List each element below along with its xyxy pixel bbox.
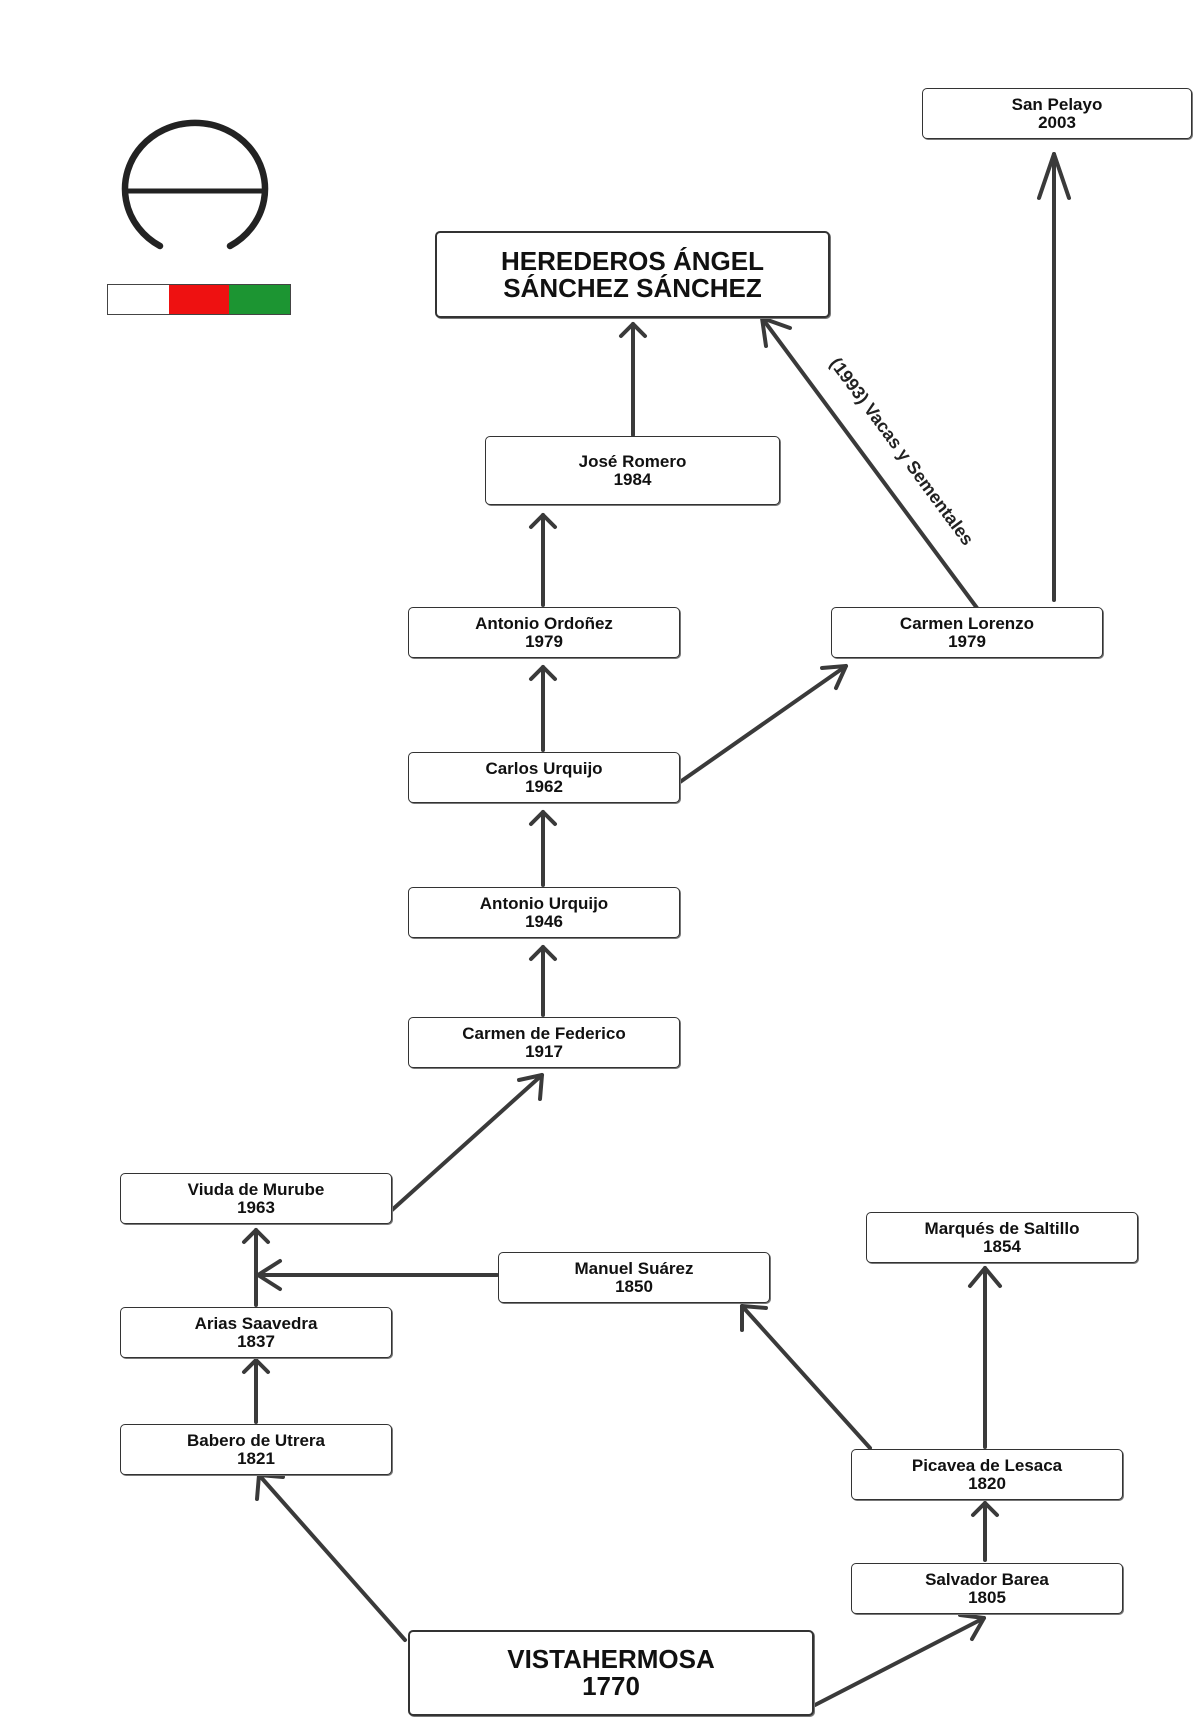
edge-carlos-ordonez bbox=[529, 665, 557, 752]
node-year: 1837 bbox=[237, 1331, 275, 1351]
node-carmen-de-federico: Carmen de Federico 1917 bbox=[408, 1017, 680, 1068]
edge-lorenzo-herederos bbox=[760, 316, 979, 610]
edge-antoniou-carlos bbox=[529, 810, 557, 887]
edge-label-vacas-sementales: (1993) Vacas y Sementales bbox=[826, 354, 978, 549]
node-arias-saavedra: Arias Saavedra 1837 bbox=[120, 1307, 392, 1358]
edge-babero-arias bbox=[242, 1358, 270, 1424]
ribbon-color-green bbox=[229, 285, 291, 314]
edge-suarez-murube bbox=[256, 1259, 499, 1291]
edge-murube-federico bbox=[390, 1073, 544, 1212]
node-name: José Romero bbox=[578, 451, 687, 471]
node-name: San Pelayo bbox=[1011, 94, 1103, 114]
node-name: Carmen de Federico bbox=[462, 1023, 626, 1043]
node-antonio-ordonez: Antonio Ordoñez 1979 bbox=[408, 607, 680, 658]
node-year: 1917 bbox=[525, 1041, 563, 1061]
edge-joseromero-herederos bbox=[619, 322, 647, 437]
node-vistahermosa: VISTAHERMOSA 1770 bbox=[408, 1630, 814, 1716]
ribbon-color-white bbox=[108, 285, 169, 314]
edge-federico-antoniou bbox=[529, 945, 557, 1017]
node-carmen-lorenzo: Carmen Lorenzo 1979 bbox=[831, 607, 1103, 658]
node-antonio-urquijo: Antonio Urquijo 1946 bbox=[408, 887, 680, 938]
ranch-brand-circle-bar-icon bbox=[121, 119, 269, 250]
node-name: VISTAHERMOSA bbox=[507, 1644, 715, 1674]
node-year: 1821 bbox=[237, 1448, 275, 1468]
edge-lorenzo-sanpelayo bbox=[1037, 152, 1071, 602]
node-name: Antonio Ordoñez bbox=[475, 613, 613, 633]
node-salvador-barea: Salvador Barea 1805 bbox=[851, 1563, 1123, 1614]
node-viuda-de-murube: Viuda de Murube 1963 bbox=[120, 1173, 392, 1224]
node-year: 1850 bbox=[615, 1276, 653, 1296]
node-year: 1820 bbox=[968, 1473, 1006, 1493]
node-year: 1979 bbox=[525, 631, 563, 651]
node-year: 2003 bbox=[1038, 112, 1076, 132]
node-year: 1770 bbox=[582, 1671, 640, 1701]
node-year: 1962 bbox=[525, 776, 563, 796]
node-name: Carlos Urquijo bbox=[485, 758, 603, 778]
node-name: Antonio Urquijo bbox=[479, 893, 609, 913]
node-name: Marqués de Saltillo bbox=[924, 1218, 1080, 1238]
edge-barea-picavea bbox=[971, 1501, 999, 1562]
edge-vistahermosa-barea bbox=[813, 1613, 986, 1707]
edge-arias-murube bbox=[242, 1228, 270, 1307]
node-name: Viuda de Murube bbox=[187, 1179, 325, 1199]
node-picavea-de-lesaca: Picavea de Lesaca 1820 bbox=[851, 1449, 1123, 1500]
edge-vistahermosa-babero bbox=[255, 1473, 407, 1642]
node-name: Babero de Utrera bbox=[187, 1430, 325, 1450]
node-name: Picavea de Lesaca bbox=[911, 1455, 1063, 1475]
edge-carlos-lorenzo bbox=[678, 664, 848, 784]
node-manuel-suarez: Manuel Suárez 1850 bbox=[498, 1252, 770, 1303]
node-marques-de-saltillo: Marqués de Saltillo 1854 bbox=[866, 1212, 1138, 1263]
edge-picavea-suarez bbox=[740, 1304, 872, 1450]
node-year: 1946 bbox=[525, 911, 563, 931]
node-year: 1854 bbox=[983, 1236, 1021, 1256]
node-herederos-angel-sanchez: HEREDEROS ÁNGEL SÁNCHEZ SÁNCHEZ bbox=[435, 231, 830, 318]
node-year: 1963 bbox=[237, 1197, 275, 1217]
node-babero-de-utrera: Babero de Utrera 1821 bbox=[120, 1424, 392, 1475]
node-name: Carmen Lorenzo bbox=[899, 613, 1035, 633]
node-year: 1984 bbox=[613, 469, 652, 489]
node-san-pelayo: San Pelayo 2003 bbox=[922, 88, 1192, 139]
node-jose-romero: José Romero 1984 bbox=[485, 436, 780, 505]
node-name: Manuel Suárez bbox=[574, 1258, 694, 1278]
edge-ordonez-joseromero bbox=[529, 513, 557, 607]
ranch-colors-ribbon bbox=[107, 284, 291, 315]
node-name: Arias Saavedra bbox=[194, 1313, 318, 1333]
node-name: HEREDEROS ÁNGEL bbox=[501, 245, 764, 276]
node-carlos-urquijo: Carlos Urquijo 1962 bbox=[408, 752, 680, 803]
node-year: 1979 bbox=[948, 631, 986, 651]
node-name: Salvador Barea bbox=[925, 1569, 1049, 1589]
ribbon-color-red bbox=[168, 285, 230, 314]
node-name-line2: SÁNCHEZ SÁNCHEZ bbox=[503, 272, 762, 303]
edge-picavea-saltillo bbox=[968, 1266, 1002, 1449]
node-year: 1805 bbox=[968, 1587, 1006, 1607]
